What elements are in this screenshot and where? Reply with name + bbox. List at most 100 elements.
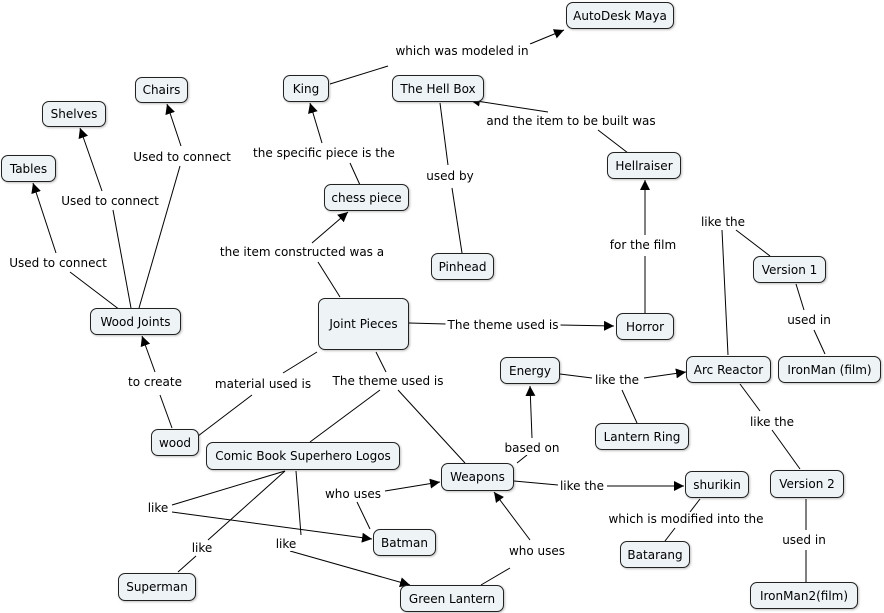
link-item-to-be-built: and the item to be built was <box>484 114 658 128</box>
node-hellraiser[interactable]: Hellraiser <box>607 152 681 179</box>
edge-batman-weapons-1 <box>356 501 371 530</box>
edge-weapons-shurikin-1 <box>513 480 559 486</box>
link-used-by: used by <box>424 169 476 183</box>
edge-shurikin-batarang-2 <box>664 527 676 542</box>
link-used-in-v2: used in <box>780 533 828 547</box>
edge-chess-king-2 <box>308 102 323 144</box>
link-specific-piece: the specific piece is the <box>251 146 397 160</box>
edge-arc-v1-1 <box>721 229 729 356</box>
edge-logos-gl-1 <box>295 470 302 536</box>
edge-wj-tables-1 <box>69 271 121 311</box>
edge-ring-like <box>621 389 638 424</box>
link-to-create: to create <box>126 375 184 389</box>
link-who-uses-batman: who uses <box>322 487 384 501</box>
edge-logos-superman-2 <box>177 555 197 573</box>
link-like-the-arc-v2: like the <box>747 415 797 429</box>
link-like-the-v1: like the <box>698 215 748 229</box>
edge-jp-horror-2 <box>559 320 615 331</box>
edge-arc-v1-2 <box>735 229 771 257</box>
node-arc-reactor[interactable]: Arc Reactor <box>686 356 771 383</box>
link-like-batman: like <box>145 501 171 515</box>
edge-wj-tables-2 <box>31 182 57 254</box>
link-used-to-connect-shelves: Used to connect <box>59 194 161 208</box>
edge-energy-arc-2 <box>643 368 687 379</box>
node-wood[interactable]: wood <box>151 429 199 456</box>
node-joint-pieces[interactable]: Joint Pieces <box>318 298 409 350</box>
node-energy[interactable]: Energy <box>500 357 560 384</box>
link-like-green-lantern: like <box>273 537 299 551</box>
edge-logos-gl-2 <box>289 550 411 588</box>
edge-jp-chess-2 <box>311 211 349 244</box>
edge-pinhead-hellbox-1 <box>451 187 463 254</box>
node-autodesk-maya[interactable]: AutoDesk Maya <box>566 2 674 29</box>
node-ironman-film[interactable]: IronMan (film) <box>778 356 881 383</box>
edge-energy-arc-1 <box>559 373 593 379</box>
node-shurikin[interactable]: shurikin <box>685 471 749 498</box>
node-comic-logos[interactable]: Comic Book Superhero Logos <box>206 442 400 470</box>
edge-chess-king-1 <box>349 162 361 186</box>
edge-jp-wood-1 <box>282 351 318 374</box>
node-batman[interactable]: Batman <box>373 529 436 556</box>
edge-hellraiser-hellbox-2 <box>469 96 549 113</box>
link-who-uses-green-lantern: who uses <box>506 544 568 558</box>
edge-logos-like-batman-2 <box>171 511 373 543</box>
node-chess-piece[interactable]: chess piece <box>324 184 409 211</box>
edge-weapons-energy-2 <box>525 385 536 439</box>
link-for-the-film: for the film <box>607 238 679 252</box>
edge-wj-chairs-2 <box>165 103 182 147</box>
edge-gl-weapons-1 <box>480 567 511 586</box>
edge-logos-superman-1 <box>207 470 286 541</box>
edge-pinhead-hellbox-2 <box>439 102 449 166</box>
edge-jp-theme-1 <box>375 351 387 373</box>
edge-v1-ironman-1 <box>795 283 805 311</box>
edge-jp-chess-1 <box>317 261 341 298</box>
edge-king-maya-1 <box>329 65 389 85</box>
edge-wj-chairs-1 <box>138 165 181 309</box>
node-king[interactable]: King <box>283 75 329 102</box>
edge-jp-weapons <box>397 389 466 464</box>
edge-jp-logos <box>309 389 381 443</box>
node-batarang[interactable]: Batarang <box>620 541 690 568</box>
node-pinhead[interactable]: Pinhead <box>431 253 494 280</box>
link-item-constructed: the item constructed was a <box>217 245 387 259</box>
link-used-in-v1: used in <box>785 313 833 327</box>
link-based-on: based on <box>502 441 562 455</box>
node-chairs[interactable]: Chairs <box>135 77 188 103</box>
node-superman[interactable]: Superman <box>118 573 196 601</box>
node-version-2[interactable]: Version 2 <box>770 470 844 498</box>
edge-arc-v2-2 <box>771 429 801 470</box>
link-used-to-connect-tables: Used to connect <box>7 256 109 270</box>
link-modified-into: which is modified into the <box>606 512 766 526</box>
edge-arc-v2-1 <box>739 383 761 412</box>
link-material-used: material used is <box>212 377 314 391</box>
edge-wj-shelves-2 <box>78 127 103 192</box>
node-horror[interactable]: Horror <box>616 313 674 340</box>
edge-jp-horror-1 <box>408 322 447 325</box>
link-which-was-modeled-in: which was modeled in <box>393 44 531 58</box>
edge-gl-weapons-2 <box>493 491 531 541</box>
node-ironman2-film[interactable]: IronMan2(film) <box>750 582 858 609</box>
link-like-the-energy: like the <box>592 373 642 387</box>
node-green-lantern[interactable]: Green Lantern <box>400 585 504 612</box>
link-used-to-connect-chairs: Used to connect <box>131 150 233 164</box>
edge-king-maya-2 <box>529 29 565 45</box>
node-tables[interactable]: Tables <box>1 155 56 182</box>
edge-logos-like-batman-1 <box>171 470 286 506</box>
link-theme-used-logos: The theme used is <box>330 374 446 388</box>
edge-wj-shelves-1 <box>112 209 132 309</box>
edge-v1-ironman-2 <box>813 329 826 355</box>
edge-jp-wood-2 <box>197 394 253 437</box>
link-theme-used-horror: The theme used is <box>445 318 561 332</box>
link-like-superman: like <box>189 541 215 555</box>
node-shelves[interactable]: Shelves <box>42 101 106 127</box>
edge-hellraiser-hellbox-1 <box>597 129 629 154</box>
link-like-the-shurikin: like the <box>557 479 607 493</box>
edge-weapons-energy-1 <box>516 454 528 464</box>
node-lantern-ring[interactable]: Lantern Ring <box>595 423 689 450</box>
node-weapons[interactable]: Weapons <box>441 463 514 491</box>
node-wood-joints[interactable]: Wood Joints <box>90 308 181 335</box>
node-version-1[interactable]: Version 1 <box>753 256 826 283</box>
node-hell-box[interactable]: The Hell Box <box>392 75 484 102</box>
